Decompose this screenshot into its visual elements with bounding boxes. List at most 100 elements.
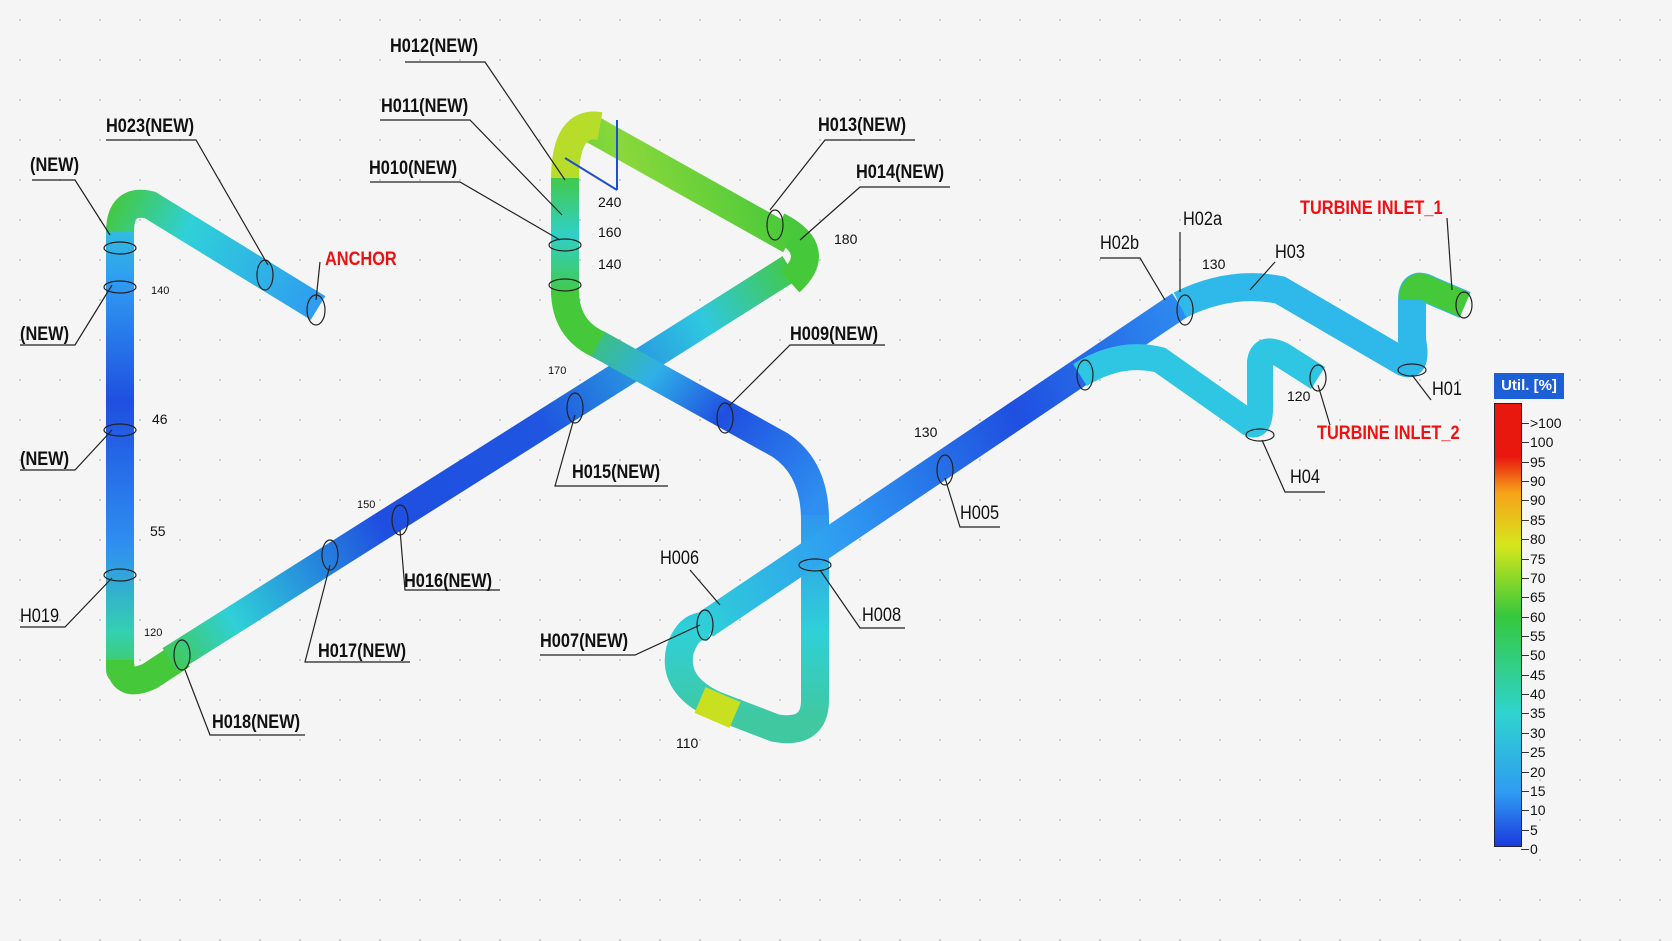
legend-tick-mark (1521, 732, 1529, 734)
label-new-top: (NEW) (30, 155, 80, 176)
pipe-turbine1-elbow (1399, 273, 1471, 317)
label-turbine-inlet-1: TURBINE INLET_1 (1300, 198, 1443, 219)
legend-tick-label: 70 (1530, 569, 1546, 586)
value-180: 180 (834, 231, 858, 247)
pipe-loop-top-bend (551, 111, 603, 181)
label-h018: H018(NEW) (212, 712, 301, 733)
leader-lines (20, 61, 1453, 736)
value-55: 55 (150, 523, 166, 539)
value-120-left: 120 (144, 627, 163, 639)
label-h011: H011(NEW) (381, 96, 469, 117)
legend-tick-mark (1521, 539, 1529, 541)
label-new-mid: (NEW) (20, 324, 70, 345)
value-120-right: 120 (1287, 388, 1311, 404)
legend-tick-label: 85 (1530, 511, 1546, 528)
legend-tick-mark (1521, 694, 1529, 696)
value-130-right: 130 (1202, 256, 1226, 272)
label-h013: H013(NEW) (818, 115, 907, 136)
legend-tick-mark (1521, 423, 1529, 424)
legend-tick-mark (1521, 481, 1529, 483)
legend-tick-mark (1521, 519, 1529, 521)
pipe-cross-diagonal (591, 331, 829, 521)
legend-tick-mark (1521, 771, 1529, 773)
value-110: 110 (676, 735, 699, 751)
legend-tick-label: 60 (1530, 608, 1546, 625)
label-h02a: H02a (1183, 209, 1223, 230)
legend-tick-mark (1521, 558, 1529, 560)
label-h006: H006 (660, 548, 700, 569)
label-h02b: H02b (1100, 233, 1140, 254)
label-h01: H01 (1432, 379, 1462, 400)
legend-tick-label: 50 (1530, 647, 1546, 664)
legend-tick-mark (1521, 655, 1529, 657)
label-h019: H019 (20, 606, 60, 627)
label-anchor: ANCHOR (325, 249, 397, 270)
pipe-supports (103, 209, 1473, 671)
label-new-low: (NEW) (20, 449, 70, 470)
value-46: 46 (152, 411, 168, 427)
label-turbine-inlet-2: TURBINE INLET_2 (1317, 423, 1460, 444)
legend-tick-mark (1521, 636, 1529, 637)
legend-tick-mark (1521, 810, 1529, 812)
label-h014: H014(NEW) (856, 162, 945, 183)
label-h017: H017(NEW) (318, 641, 407, 662)
legend-tick-label: 5 (1530, 821, 1538, 838)
pipe-center-down (664, 515, 829, 744)
label-h007: H007(NEW) (540, 631, 629, 652)
label-h009: H009(NEW) (790, 324, 879, 345)
label-h023: H023(NEW) (106, 116, 195, 137)
legend-tick-label: 75 (1530, 550, 1546, 567)
legend-tick-mark (1521, 849, 1529, 850)
legend-color-bar (1494, 403, 1522, 847)
legend-tick-mark (1521, 500, 1529, 502)
value-240: 240 (598, 194, 622, 210)
blue-axis-line-2 (564, 157, 618, 191)
legend-tick-label: 80 (1530, 531, 1546, 548)
legend-tick-label: 15 (1530, 782, 1546, 799)
legend-tick-mark (1521, 461, 1529, 463)
value-130-center: 130 (914, 424, 938, 440)
legend-tick-mark (1521, 674, 1529, 676)
legend-title: Util. [%] (1494, 373, 1564, 399)
label-h012: H012(NEW) (390, 36, 479, 57)
legend-tick-mark (1521, 597, 1529, 599)
legend-tick-label: 40 (1530, 686, 1546, 703)
label-h010: H010(NEW) (369, 158, 458, 179)
legend-tick-label: 10 (1530, 802, 1546, 819)
value-140-left: 140 (151, 285, 170, 297)
legend-tick-label: 35 (1530, 705, 1546, 722)
pipe-h04-run (1073, 338, 1325, 438)
label-h016: H016(NEW) (404, 571, 493, 592)
legend-tick-label: 30 (1530, 724, 1546, 741)
legend-tick-label: 55 (1530, 628, 1546, 644)
pipe-left-top-bend (106, 189, 326, 320)
legend-tick-label: 0 (1530, 841, 1538, 857)
value-170: 170 (548, 365, 567, 377)
legend-tick-mark (1521, 752, 1529, 754)
pipe-left-bottom-bend (106, 643, 190, 695)
legend-tick-mark (1521, 616, 1529, 618)
legend-tick-label: >100 (1530, 415, 1562, 431)
label-h04: H04 (1290, 467, 1320, 488)
legend-tick-label: 95 (1530, 453, 1546, 470)
legend-tick-mark (1521, 442, 1529, 444)
label-h005: H005 (960, 503, 1000, 524)
legend-tick-mark (1521, 713, 1529, 715)
legend-tick-label: 65 (1530, 589, 1546, 606)
label-h015: H015(NEW) (572, 462, 661, 483)
legend-tick-mark (1521, 790, 1529, 792)
value-160: 160 (598, 224, 622, 240)
legend-tick-label: 25 (1530, 744, 1546, 761)
pipe-main-diagonal (162, 256, 798, 672)
value-140-loop: 140 (598, 256, 622, 272)
legend-tick-label: 45 (1530, 666, 1546, 683)
value-150: 150 (357, 499, 376, 511)
label-h03: H03 (1275, 242, 1305, 263)
legend-tick-label: 90 (1530, 492, 1546, 509)
legend-tick-label: 90 (1530, 473, 1546, 490)
legend-tick-mark (1521, 829, 1529, 831)
pipe-loop-top (583, 115, 797, 253)
pipe-loop-left-bottom-bend (551, 289, 607, 358)
label-h008: H008 (862, 605, 902, 626)
